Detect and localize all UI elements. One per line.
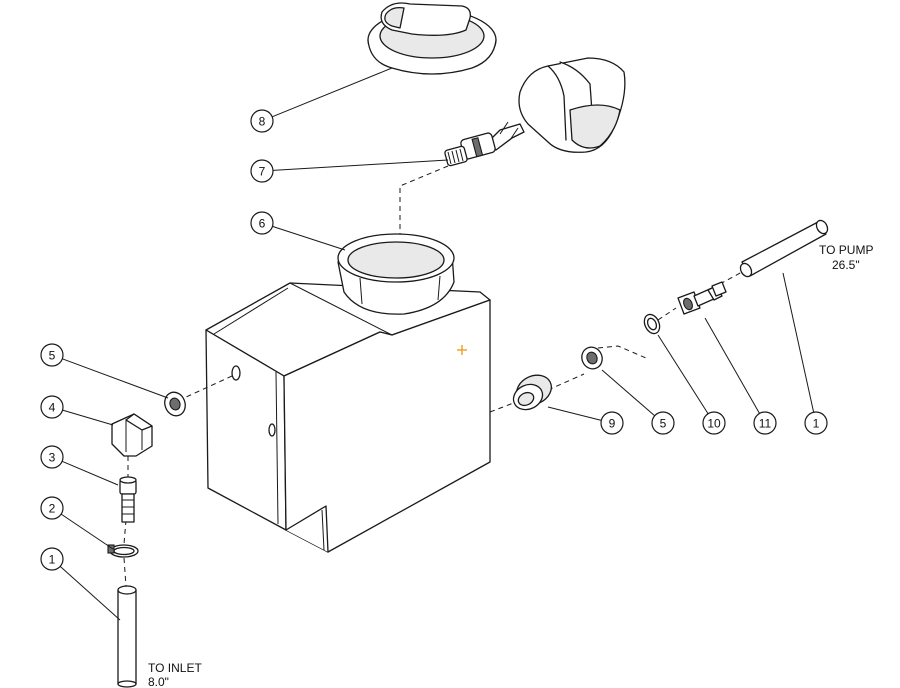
- callout-c1a: 1: [40, 547, 121, 621]
- callout-label: 10: [707, 417, 721, 431]
- leader-line: [272, 225, 346, 251]
- callout-label: 3: [49, 451, 56, 465]
- callout-circle: [40, 445, 64, 469]
- part-10-o-ring: [643, 313, 661, 335]
- callout-circle: [753, 411, 777, 435]
- leader-line: [62, 358, 169, 399]
- note-to-inlet: TO INLET 8.0": [148, 661, 202, 688]
- callout-circle: [40, 343, 64, 367]
- part-1-tube-to-pump: [739, 219, 829, 278]
- callout-c7: 7: [250, 159, 449, 183]
- callout-circle: [40, 395, 64, 419]
- callout-c4: 4: [40, 395, 114, 426]
- leader-line: [271, 67, 393, 118]
- callout-label: 2: [49, 502, 56, 516]
- callout-label: 8: [259, 115, 266, 129]
- part-3-hose-barb: [119, 476, 137, 523]
- note-to-pump-line2: 26.5": [832, 258, 860, 272]
- tank-body: [205, 282, 491, 553]
- leader-line: [547, 406, 602, 421]
- callout-label: 4: [49, 401, 56, 415]
- callout-circle: [250, 159, 274, 183]
- callout-label: 1: [813, 417, 820, 431]
- leader-line: [272, 159, 449, 171]
- note-to-inlet-line1: TO INLET: [148, 661, 202, 675]
- part-7-float-valve: [444, 57, 626, 167]
- part-8-cap: [367, 2, 497, 75]
- callout-c10: 10: [657, 334, 726, 435]
- callout-label: 9: [609, 417, 616, 431]
- callout-circle: [40, 496, 64, 520]
- callout-c9: 9: [547, 406, 624, 435]
- callout-circle: [804, 411, 828, 435]
- center-marker: [457, 345, 467, 355]
- leader-line: [601, 369, 656, 417]
- callout-circle: [250, 109, 274, 133]
- part-6-tank-neck: [337, 233, 455, 315]
- leader-line: [60, 513, 114, 550]
- part-11-barb-fitting: [677, 281, 727, 315]
- leader-line: [782, 272, 815, 413]
- leader-line: [59, 565, 121, 621]
- part-4-elbow: [111, 413, 153, 457]
- callout-label: 11: [759, 417, 772, 431]
- part-5-nut-right: [581, 346, 603, 370]
- callout-circle: [702, 411, 726, 435]
- callout-circle: [600, 411, 624, 435]
- callout-label: 6: [259, 217, 266, 231]
- part-1-tube-to-inlet: [117, 585, 137, 688]
- leader-line: [657, 334, 709, 414]
- note-to-pump-line1: TO PUMP: [819, 243, 873, 257]
- part-9-grommet: [512, 374, 553, 411]
- callout-circle: [250, 211, 274, 235]
- callout-circle: [651, 411, 675, 435]
- callout-c1b: 1: [782, 272, 828, 435]
- callout-c11: 11: [704, 317, 777, 435]
- callout-c6: 6: [250, 211, 346, 251]
- callout-c3: 3: [40, 445, 119, 486]
- part-2-hose-clamp: [107, 544, 139, 558]
- callout-label: 5: [49, 349, 56, 363]
- leader-line: [704, 317, 760, 414]
- callout-circle: [40, 547, 64, 571]
- callout-c5a: 5: [40, 343, 169, 399]
- callout-c8: 8: [250, 67, 393, 133]
- callout-label: 7: [259, 165, 266, 179]
- part-5-nut-left: [164, 391, 186, 417]
- callout-label: 1: [49, 553, 56, 567]
- leader-line: [61, 460, 119, 486]
- note-to-pump: TO PUMP 26.5": [819, 243, 873, 272]
- note-to-inlet-line2: 8.0": [148, 675, 169, 688]
- leader-line: [62, 409, 114, 426]
- callout-c2: 2: [40, 496, 114, 550]
- callout-c5b: 5: [601, 369, 675, 435]
- callout-label: 5: [660, 417, 667, 431]
